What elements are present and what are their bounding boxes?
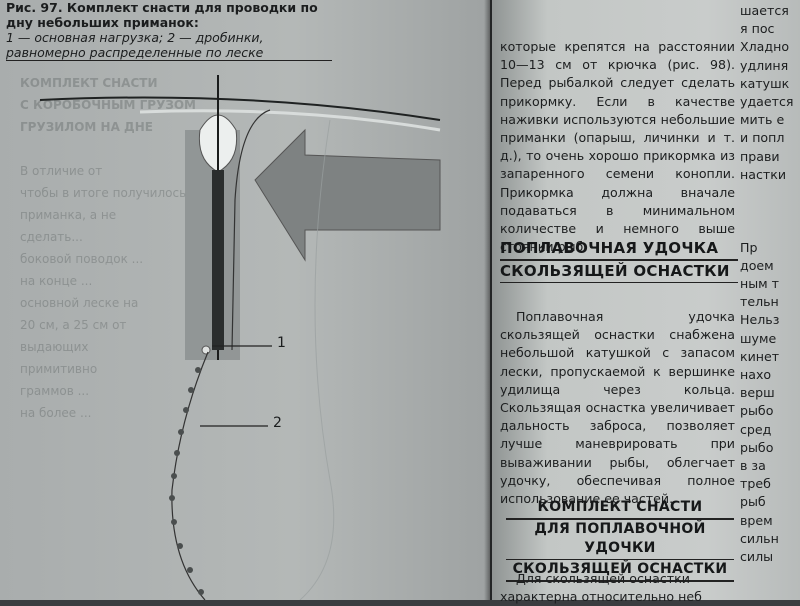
section-heading-1: Поплавочная удочка скользящей оснастки <box>500 238 738 283</box>
right-mid-paragraph: Поплавочная удочка скользящей оснастки с… <box>500 308 735 508</box>
heading-rule <box>500 259 738 261</box>
ghost-heading: КОМПЛЕКТ СНАСТИ С КОРОБОЧНЫМ ГРУЗОМ ГРУЗ… <box>20 76 196 134</box>
direction-arrow <box>254 128 441 262</box>
tackle-figure <box>0 60 480 600</box>
right-top-paragraph: которые крепятся на расстоянии 10—13 см … <box>500 38 735 256</box>
main-sinker <box>212 170 224 350</box>
rod-highlight <box>139 109 441 132</box>
callout-label-1: 1 <box>277 335 286 351</box>
heading-rule <box>500 281 738 283</box>
figure-caption-legend: 1 — основная нагрузка; 2 — дробинки, рав… <box>6 30 264 60</box>
right-bottom-paragraph: Для скользящей оснастки характерна относ… <box>500 570 735 606</box>
heading-1-line-2: скользящей оснастки <box>500 261 730 280</box>
line-curve <box>231 109 271 351</box>
tackle-illustration <box>39 75 441 600</box>
left-page: Рис. 97. Комплект снасти для проводки по… <box>0 0 490 600</box>
section-heading-2: Комплект снасти для поплавочной удочки с… <box>506 498 734 582</box>
figure-caption: Рис. 97. Комплект снасти для проводки по… <box>6 0 336 60</box>
paragraph-text: Поплавочная удочка скользящей оснастки с… <box>500 309 735 507</box>
shot-beads <box>169 367 204 595</box>
ghost-text: В отличие от чтобы в итоге получилось пр… <box>20 164 187 420</box>
callout-label-2: 2 <box>273 415 282 431</box>
heading-2-line-3: скользящей оснастки <box>512 561 728 577</box>
heading-1-line-1: Поплавочная удочка <box>500 239 719 257</box>
ghost-line <box>299 119 335 600</box>
right-page <box>492 0 800 600</box>
sinker-bead <box>201 345 211 355</box>
heading-rule <box>506 580 734 582</box>
heading-rule <box>506 518 734 520</box>
caption-rule <box>6 60 332 61</box>
paragraph-text: Для скользящей оснастки характерна относ… <box>500 571 702 605</box>
heading-rule <box>506 558 734 560</box>
paragraph-text: которые крепятся на расстоянии 10—13 см … <box>500 39 735 255</box>
heading-2-line-1: Комплект снасти <box>537 499 703 515</box>
dropper-line <box>171 351 209 600</box>
edge-column-text: шается я пос Хладно удлиня катушк удаетс… <box>740 3 794 565</box>
heading-2-line-2: для поплавочной удочки <box>534 520 706 556</box>
rod-line <box>39 96 441 121</box>
figure-caption-title: Рис. 97. Комплект снасти для проводки по… <box>6 0 318 30</box>
